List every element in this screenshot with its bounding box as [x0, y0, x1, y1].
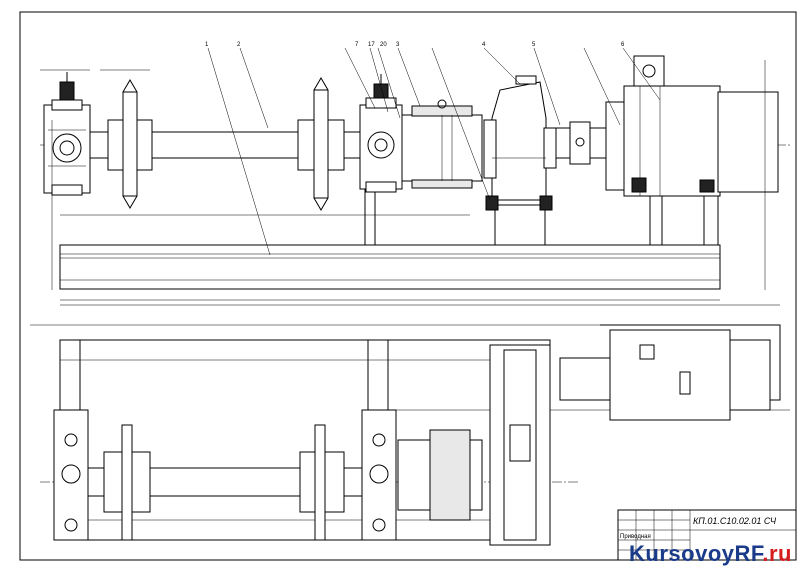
plan-coupling [397, 429, 483, 521]
callout-7: 7 [355, 42, 359, 48]
plan-left-bearing [53, 409, 89, 541]
plan-sprocket-left [103, 424, 151, 541]
callout-2: 2 [237, 42, 241, 48]
callout-17: 17 [368, 42, 375, 48]
gearbox [483, 75, 557, 211]
callout-5: 5 [532, 42, 536, 48]
sprocket-left [107, 79, 153, 209]
right-bearing-housing [359, 74, 403, 193]
drawing-code: КП.01.С10.02.01 СЧ [693, 516, 777, 526]
front-view [40, 47, 790, 306]
callout-3: 3 [396, 42, 400, 48]
left-bearing-housing [43, 72, 91, 196]
plan-gearbox [489, 344, 551, 546]
callout-20: 20 [380, 42, 387, 48]
callout-1: 1 [205, 42, 209, 48]
plan-right-bearing [361, 409, 397, 541]
electric-motor [605, 55, 779, 197]
watermark-main: KursovoyRF [629, 541, 763, 566]
callout-6: 6 [621, 42, 625, 48]
sprocket-right [297, 77, 345, 211]
plan-motor [559, 329, 771, 421]
dimension-lines [40, 60, 780, 306]
shaft-coupling [401, 99, 483, 189]
sheet-name: Приводная [620, 534, 651, 540]
motor-coupling [555, 121, 607, 165]
plan-sprocket-right [299, 424, 345, 541]
base-frame [59, 244, 721, 290]
callout-4: 4 [482, 42, 486, 48]
callout-labels: 1 2 7 17 20 3 4 5 6 [205, 42, 625, 48]
plan-view: КП.01.С10.02.01 СЧ Приводная [30, 324, 797, 561]
title-block: КП.01.С10.02.01 СЧ Приводная [617, 509, 797, 561]
callout-leaders [207, 47, 661, 256]
sheet-frame [19, 11, 797, 561]
watermark-accent: .ru [762, 541, 792, 566]
site-watermark: KursovoyRF.ru [629, 541, 792, 567]
